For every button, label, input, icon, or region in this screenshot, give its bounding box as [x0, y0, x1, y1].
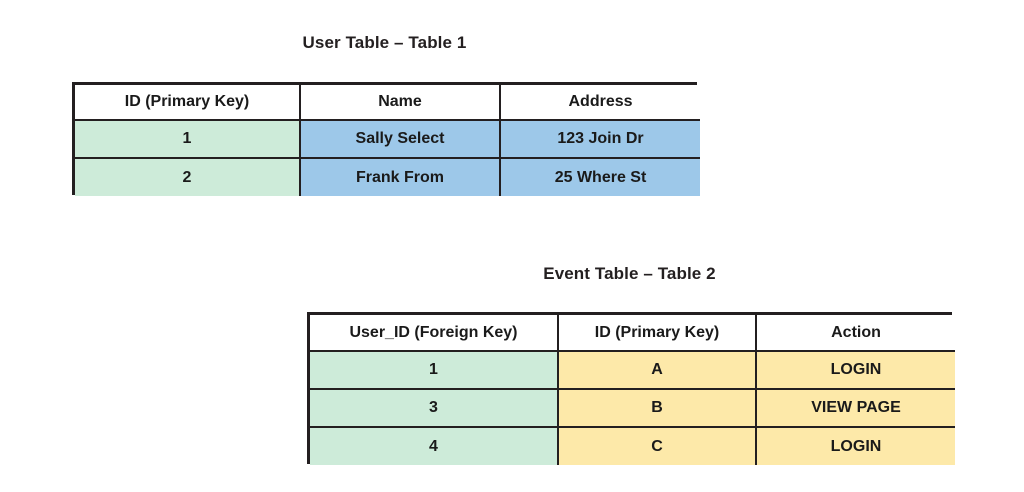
cell-id: C [557, 426, 757, 465]
column-header-action: Action [755, 315, 955, 352]
cell-id: B [557, 388, 757, 428]
cell-user-id: 4 [310, 426, 559, 465]
table-header-row: ID (Primary Key) Name Address [75, 85, 700, 121]
table-row: 1 Sally Select 123 Join Dr [75, 119, 700, 159]
table-row: 3 B VIEW PAGE [310, 388, 955, 428]
table-row: 4 C LOGIN [310, 426, 955, 465]
column-header-address: Address [499, 85, 700, 121]
event-table-title: Event Table – Table 2 [543, 264, 716, 283]
user-table: ID (Primary Key) Name Address 1 Sally Se… [72, 82, 700, 196]
column-header-id: ID (Primary Key) [557, 315, 757, 352]
cell-action: VIEW PAGE [755, 388, 955, 428]
cell-action: LOGIN [755, 426, 955, 465]
table-row: 1 A LOGIN [310, 350, 955, 390]
cell-id: A [557, 350, 757, 390]
cell-address: 25 Where St [499, 157, 700, 196]
table-header-row: User_ID (Foreign Key) ID (Primary Key) A… [310, 315, 955, 352]
cell-id: 2 [75, 157, 301, 196]
column-header-id: ID (Primary Key) [75, 85, 301, 121]
column-header-name: Name [299, 85, 501, 121]
column-header-user-id: User_ID (Foreign Key) [310, 315, 559, 352]
cell-address: 123 Join Dr [499, 119, 700, 159]
cell-action: LOGIN [755, 350, 955, 390]
cell-name: Frank From [299, 157, 501, 196]
table-row: 2 Frank From 25 Where St [75, 157, 700, 196]
cell-name: Sally Select [299, 119, 501, 159]
cell-user-id: 3 [310, 388, 559, 428]
cell-id: 1 [75, 119, 301, 159]
user-table-title: User Table – Table 1 [302, 33, 467, 52]
event-table: User_ID (Foreign Key) ID (Primary Key) A… [307, 312, 955, 465]
cell-user-id: 1 [310, 350, 559, 390]
